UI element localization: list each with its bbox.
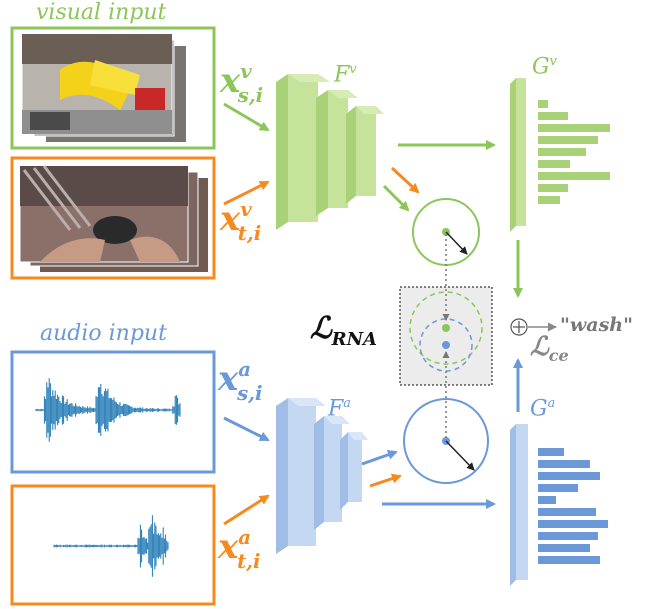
symbol-x-target-visual: xvt,i	[220, 197, 262, 245]
audio-norm-circle	[403, 398, 489, 484]
video-frame-stack-source	[21, 33, 186, 142]
label-ce-loss: ℒce	[530, 332, 569, 366]
score-bar-visual	[538, 124, 610, 132]
visual-target-frame	[10, 156, 216, 280]
visual-class-scores	[538, 100, 610, 204]
visual-source-frame	[10, 26, 216, 150]
score-bar-audio	[538, 532, 598, 540]
score-bar-visual	[538, 112, 568, 120]
label-G-visual: Gv	[532, 54, 557, 80]
score-bar-visual	[538, 184, 568, 192]
visual-input-title: visual input	[36, 0, 167, 25]
score-bar-audio	[538, 472, 600, 480]
score-bar-audio	[538, 508, 596, 516]
visual-feature-extractor	[276, 74, 384, 230]
visual-classifier	[510, 78, 526, 232]
score-bar-audio	[538, 544, 590, 552]
label-F-visual: Fv	[334, 62, 357, 88]
score-bar-audio	[538, 556, 600, 564]
score-bar-visual	[538, 136, 598, 144]
waveform-path	[35, 378, 181, 442]
score-bar-visual	[538, 100, 548, 108]
symbol-x-source-audio: xas,i	[218, 357, 263, 405]
waveform-path	[53, 515, 169, 577]
waveform-target	[53, 515, 169, 577]
score-bar-audio	[538, 484, 578, 492]
waveform-source	[35, 378, 181, 442]
audio-class-scores	[538, 448, 608, 564]
audio-source-frame	[10, 350, 216, 474]
audio-feature-extractor	[276, 398, 368, 554]
video-frame-stack-target	[19, 165, 208, 272]
label-rna-loss: ℒRNA	[310, 311, 377, 350]
rna-loss-box	[399, 234, 493, 438]
score-bar-visual	[538, 160, 570, 168]
prediction-label: "wash"	[560, 314, 633, 336]
label-F-audio: Fa	[328, 396, 351, 422]
score-bar-visual	[538, 148, 586, 156]
audio-classifier	[510, 424, 528, 586]
flow-arrows	[223, 102, 557, 526]
score-bar-visual	[538, 172, 610, 180]
score-bar-audio	[538, 496, 556, 504]
symbol-x-target-audio: xat,i	[218, 525, 261, 573]
audio-target-frame	[10, 484, 216, 606]
symbol-x-source-visual: xvs,i	[220, 59, 264, 107]
score-bar-audio	[538, 520, 608, 528]
label-G-audio: Ga	[530, 396, 556, 422]
circle-plus-icon	[510, 318, 528, 336]
score-bar-audio	[538, 448, 564, 456]
score-bar-audio	[538, 460, 590, 468]
audio-input-title: audio input	[40, 321, 167, 346]
score-bar-visual	[538, 196, 560, 204]
